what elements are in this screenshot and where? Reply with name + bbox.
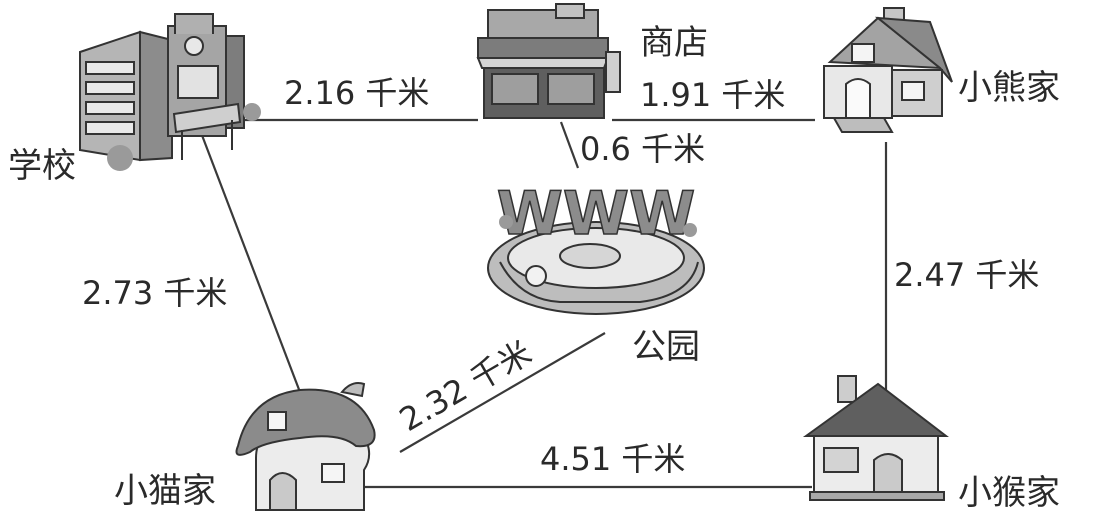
distance-school-shop: 2.16 千米: [284, 74, 429, 112]
label-shop: 商店: [640, 23, 708, 63]
distance-cat-park: 2.32 千米: [393, 333, 538, 439]
park-illustration: WWW: [487, 178, 705, 315]
distance-shop-park: 0.6 千米: [580, 130, 705, 168]
distance-school-cat: 2.73 千米: [82, 274, 227, 312]
monkey-house: [802, 375, 949, 501]
label-school: 学校: [8, 146, 76, 186]
park-sign-text: WWW: [497, 179, 696, 249]
route-lines: [198, 118, 888, 489]
label-bear-home: 小熊家: [958, 68, 1060, 108]
place-labels: 学校 商店 小熊家 公园 小猫家 小猴家: [8, 23, 1060, 513]
bear-house: [823, 7, 953, 133]
distance-bear-monkey: 2.47 千米: [894, 256, 1039, 294]
route-cat-park: [399, 332, 606, 453]
shop-building: [476, 3, 621, 119]
distance-shop-bear: 1.91 千米: [640, 76, 785, 114]
route-shop-park: [559, 121, 580, 169]
route-school-cat: [198, 129, 305, 401]
label-cat-home: 小猫家: [114, 471, 216, 511]
label-park: 公园: [632, 327, 700, 367]
distance-cat-monkey: 4.51 千米: [540, 440, 685, 478]
cat-house: [235, 382, 376, 511]
label-monkey-home: 小猴家: [958, 473, 1060, 513]
school-building: [79, 13, 261, 171]
